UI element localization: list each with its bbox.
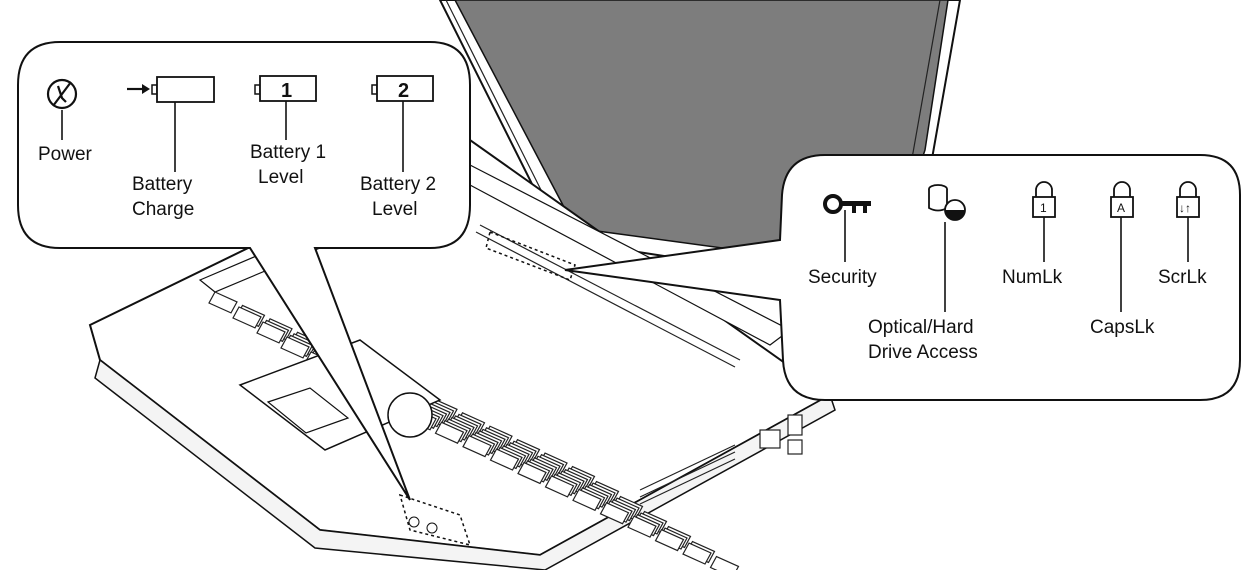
battery-1-icon: 1 <box>254 75 317 102</box>
num-lock-glyph: 1 <box>1040 201 1047 215</box>
touchpad-buttons <box>266 387 350 434</box>
power-label: Power <box>38 144 93 165</box>
side-vents <box>639 414 803 505</box>
caps-lock-glyph: A <box>1117 201 1125 215</box>
battery-1-label-line1: Battery 1 <box>250 142 326 163</box>
left-callout-bubble <box>17 41 471 501</box>
battery-charge-label-line1: Battery <box>132 174 193 195</box>
keyboard-key <box>654 528 685 552</box>
drive-access-label-line1: Optical/Hard <box>868 317 974 338</box>
caps-lock-label: CapsLk <box>1090 317 1155 338</box>
keyboard-key <box>434 421 465 444</box>
keyboard-key <box>627 515 657 538</box>
front-indicator-highlight <box>398 493 472 547</box>
battery-2-number: 2 <box>398 80 409 102</box>
keyboard-key <box>256 321 286 344</box>
scroll-lock-label: ScrLk <box>1158 267 1207 288</box>
num-lock-label: NumLk <box>1002 267 1063 288</box>
security-key-icon <box>823 194 871 214</box>
laptop-illustration <box>88 0 962 570</box>
drive-access-label-line2: Drive Access <box>868 342 978 363</box>
keyboard-key <box>544 475 575 498</box>
battery-1-number: 1 <box>281 80 292 102</box>
keyboard-key <box>682 542 712 565</box>
keyboard-key <box>572 488 602 512</box>
fingerprint-sensor <box>387 392 433 438</box>
keyboard-key <box>517 461 547 485</box>
keyboard-key <box>208 291 238 314</box>
battery-2-icon: 2 <box>371 75 434 102</box>
power-icon <box>46 78 78 110</box>
top-indicator-highlight <box>485 230 576 281</box>
scroll-lock-icon: ↓↑ <box>1176 181 1200 218</box>
keyboard-key <box>232 306 262 329</box>
battery-charge-label-line2: Charge <box>132 199 194 220</box>
keyboard-key <box>462 434 492 458</box>
battery-2-label-line1: Battery 2 <box>360 174 436 195</box>
security-label: Security <box>808 267 877 288</box>
right-callout: Security Optical/Hard Drive Access 1 Num… <box>564 154 1241 401</box>
keyboard-key <box>280 336 310 359</box>
keyboard-key <box>489 448 520 471</box>
keyboard-key <box>709 555 740 570</box>
caps-lock-icon: A <box>1110 181 1134 218</box>
drive-access-icon <box>928 184 966 221</box>
battery-charge-icon <box>127 76 215 103</box>
battery-2-label-line2: Level <box>372 199 417 220</box>
left-callout: Power Battery Charge 1 Battery 1 Level 2… <box>17 41 471 501</box>
right-callout-bubble <box>564 154 1241 401</box>
scroll-lock-glyph: ↓↑ <box>1179 201 1191 215</box>
base-front-edge <box>94 358 836 570</box>
keyboard-key <box>599 502 630 525</box>
battery-1-label-line2: Level <box>258 167 303 188</box>
